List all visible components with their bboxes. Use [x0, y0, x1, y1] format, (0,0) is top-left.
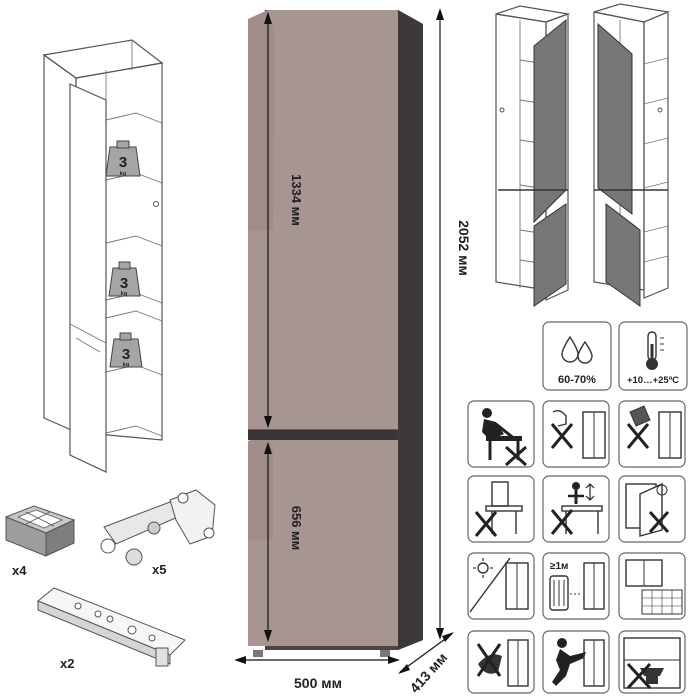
weight-icon-lower: 3 kg	[109, 332, 143, 368]
upper-door	[248, 10, 398, 430]
no-chemicals-icon	[618, 400, 686, 468]
temperature-card: +10…+25ºC	[618, 321, 688, 391]
no-overload-icon	[542, 475, 610, 543]
heater-distance-icon: ≥1м	[542, 552, 610, 620]
weight-icon-middle: 3 kg	[108, 261, 141, 297]
feet-quantity: x4	[12, 563, 27, 578]
no-door-hanging-icon	[618, 475, 686, 543]
no-heavy-objects-icon	[618, 630, 686, 694]
no-climbing-icon	[467, 400, 535, 468]
no-pushing-icon	[542, 630, 610, 694]
lower-door-height-label: 656 мм	[289, 506, 304, 551]
no-cleaning-abrasive-icon	[467, 630, 535, 694]
temperature-label: +10…+25ºC	[627, 375, 679, 386]
lower-door-dimension: 656 мм	[264, 442, 304, 642]
window-ventilation-icon	[618, 552, 686, 620]
no-leaning-icon	[467, 475, 535, 543]
total-height-dimension: 2052 мм	[436, 8, 472, 640]
cabinet-view-left-door	[495, 5, 571, 307]
total-height-label: 2052 мм	[456, 220, 472, 276]
humidity-card: 60-70%	[542, 321, 612, 391]
weight-value: 3	[119, 154, 127, 171]
no-sunlight-icon	[467, 552, 535, 620]
open-cabinet-drawing: 3 kg 3 kg 3 kg	[42, 39, 164, 473]
cabinet-view-right-door	[593, 3, 671, 307]
upper-door-height-label: 1334 мм	[289, 174, 304, 226]
weight-unit: kg	[123, 362, 129, 368]
weight-value: 3	[120, 275, 128, 292]
weight-unit: kg	[121, 291, 127, 297]
thermometer-icon	[646, 331, 664, 370]
rail-part: x2	[37, 587, 186, 671]
weight-unit: kg	[120, 171, 126, 177]
hinge-part: x5	[100, 489, 216, 577]
water-drops-icon	[561, 335, 593, 364]
hinges-quantity: x5	[152, 562, 166, 577]
distance-label: ≥1м	[550, 561, 568, 572]
lower-door	[248, 434, 398, 646]
main-cabinet: 1334 мм 656 мм 2052 мм 500 мм 41	[234, 8, 472, 696]
weight-icon-upper: 3 kg	[105, 140, 141, 177]
depth-label: 413 мм	[406, 649, 450, 695]
width-dimension: 500 мм	[234, 656, 400, 691]
upper-door-dimension: 1334 мм	[264, 12, 304, 428]
weight-value: 3	[122, 346, 130, 363]
width-label: 500 мм	[294, 675, 342, 691]
foot-part: x4	[4, 505, 76, 578]
humidity-label: 60-70%	[558, 374, 596, 386]
no-water-icon	[542, 400, 610, 468]
rails-quantity: x2	[60, 656, 74, 671]
